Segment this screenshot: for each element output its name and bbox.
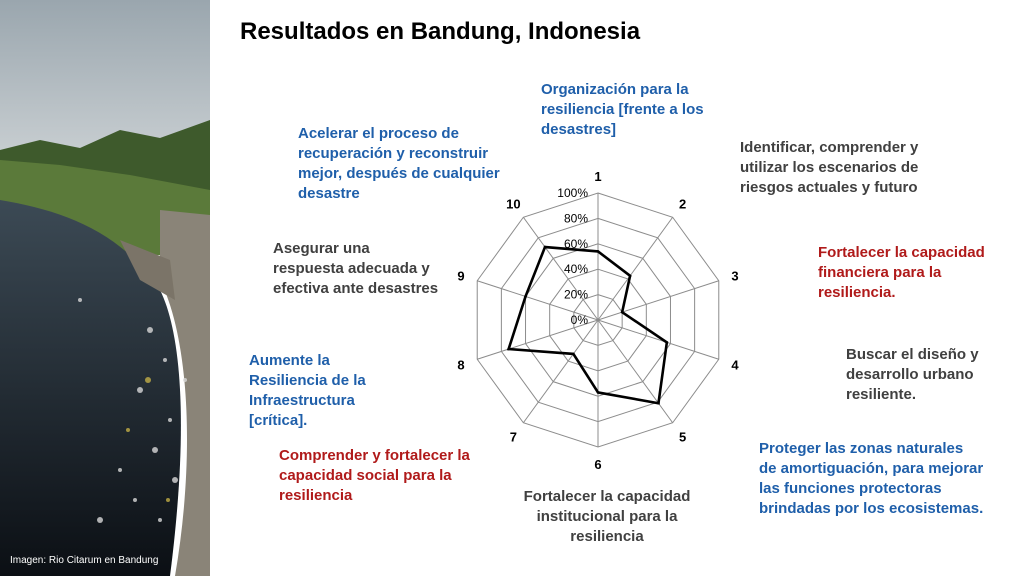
label-diseno-urbano: Buscar el diseño y desarrollo urbano res… bbox=[846, 346, 979, 403]
label-social: Comprender y fortalecer la capacidad soc… bbox=[279, 447, 470, 504]
radar-chart: 0% 20% 40% 60% 80% 100% 1 2 3 4 5 6 7 8 9 10 bbox=[457, 169, 739, 472]
data-point bbox=[572, 352, 575, 356]
category-label: 9 bbox=[457, 269, 464, 284]
label-recuperacion: Acelerar el proceso de recuperación y re… bbox=[298, 125, 500, 202]
tick-label: 60% bbox=[564, 237, 588, 251]
category-label: 3 bbox=[731, 269, 738, 284]
label-financiera: Fortalecer la capacidad financiera para … bbox=[818, 244, 985, 301]
data-point bbox=[507, 347, 510, 351]
label-organizacion: Organización para la resiliencia [frente… bbox=[541, 81, 704, 138]
grid-spoke bbox=[597, 216, 674, 321]
slide-title: Resultados en Bandung, Indonesia bbox=[240, 18, 641, 45]
category-label: 4 bbox=[731, 357, 739, 372]
data-point bbox=[620, 310, 624, 314]
data-point bbox=[596, 391, 600, 394]
grid-spoke bbox=[522, 319, 599, 424]
label-infraestructura: Aumente la Resiliencia de la Infraestruc… bbox=[249, 352, 366, 429]
category-label: 2 bbox=[679, 197, 686, 212]
photo-caption: Imagen: Rio Citarum en Bandung bbox=[10, 555, 159, 566]
label-zonas-naturales: Proteger las zonas naturales de amortigu… bbox=[759, 440, 984, 517]
data-point bbox=[524, 295, 527, 298]
grid-spoke bbox=[477, 319, 599, 360]
tick-label: 20% bbox=[564, 288, 588, 302]
data-point bbox=[543, 245, 547, 249]
label-institucional: Fortalecer la capacidad institucional pa… bbox=[523, 488, 691, 545]
river-photo: Imagen: Rio Citarum en Bandung bbox=[0, 0, 210, 576]
data-point bbox=[628, 274, 632, 278]
data-point bbox=[596, 250, 600, 253]
grid-spoke bbox=[597, 280, 719, 321]
grid-spoke bbox=[477, 280, 599, 321]
category-label: 5 bbox=[679, 429, 686, 444]
data-point bbox=[665, 341, 669, 344]
grid-spoke bbox=[597, 319, 674, 424]
grid-spoke bbox=[522, 216, 599, 321]
category-label: 1 bbox=[594, 169, 601, 184]
category-label: 8 bbox=[457, 357, 464, 372]
tick-label: 100% bbox=[557, 186, 588, 200]
category-label: 6 bbox=[594, 457, 601, 472]
grid-spoke bbox=[597, 319, 719, 360]
tick-label: 80% bbox=[564, 211, 588, 225]
data-point bbox=[657, 401, 660, 405]
category-label: 7 bbox=[510, 429, 517, 444]
label-escenarios: Identificar, comprender y utilizar los e… bbox=[740, 139, 919, 196]
category-label: 10 bbox=[506, 197, 520, 212]
label-respuesta: Asegurar una respuesta adecuada y efecti… bbox=[273, 240, 439, 297]
tick-label: 40% bbox=[564, 262, 588, 276]
tick-label: 0% bbox=[571, 313, 589, 327]
